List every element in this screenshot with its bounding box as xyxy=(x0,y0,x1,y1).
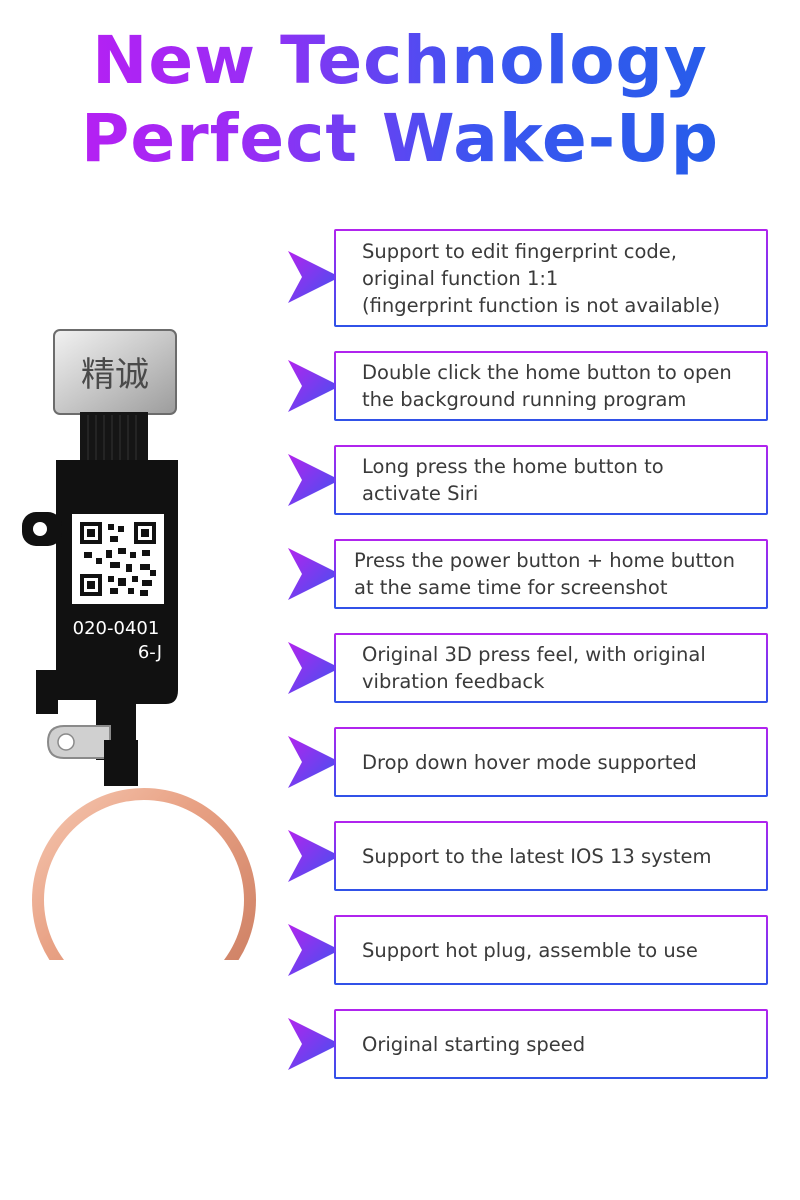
pointer-arrow-icon xyxy=(288,736,340,788)
feature-box: Original 3D press feel, with original vi… xyxy=(334,633,768,703)
feature-box: Press the power button + home button at … xyxy=(334,539,768,609)
feature-text: Original starting speed xyxy=(362,1032,586,1056)
feature-box: Original starting speed xyxy=(334,1009,768,1079)
feature-box: Support hot plug, assemble to use xyxy=(334,915,768,985)
pointer-arrow-icon xyxy=(288,924,340,976)
pointer-arrow-icon xyxy=(288,548,340,600)
pointer-arrow-icon xyxy=(288,830,340,882)
feature-text: Original 3D press feel, with original vi… xyxy=(362,643,706,693)
feature-item: Support hot plug, assemble to use xyxy=(288,915,768,985)
feature-item: Support to edit fingerprint code, origin… xyxy=(288,229,768,327)
feature-text: Drop down hover mode supported xyxy=(362,750,697,774)
feature-box: Long press the home button to activate S… xyxy=(334,445,768,515)
feature-item: Original 3D press feel, with original vi… xyxy=(288,633,768,703)
pointer-arrow-icon xyxy=(288,251,340,303)
flex-strip xyxy=(80,412,148,462)
feature-item: Press the power button + home button at … xyxy=(288,539,768,609)
headline-line-2: Perfect Wake-Up xyxy=(0,100,800,178)
feature-box: Double click the home button to open the… xyxy=(334,351,768,421)
feature-text: Press the power button + home button at … xyxy=(354,549,736,599)
part-number-label: 020-0401 xyxy=(73,618,160,639)
feature-text: Double click the home button to open the… xyxy=(362,361,732,411)
pointer-arrow-icon xyxy=(288,454,340,506)
feature-item: Drop down hover mode supported xyxy=(288,727,768,797)
pointer-arrow-icon xyxy=(288,642,340,694)
main-board xyxy=(56,460,178,760)
connector-tab-label: 精诚 xyxy=(81,355,149,395)
feature-item: Double click the home button to open the… xyxy=(288,351,768,421)
part-suffix-label: 6-J xyxy=(138,642,162,663)
feature-box: Drop down hover mode supported xyxy=(334,727,768,797)
feature-item: Original starting speed xyxy=(288,1009,768,1079)
feature-text: Support to edit fingerprint code, origin… xyxy=(362,239,721,317)
home-button-flex-cable-illustration: 精诚 020-0401 6-J xyxy=(22,329,256,960)
pointer-arrow-icon xyxy=(288,360,340,412)
feature-text: Support hot plug, assemble to use xyxy=(362,938,698,962)
feature-text: Long press the home button to activate S… xyxy=(362,455,664,505)
headline-line-1: New Technology xyxy=(0,22,800,100)
qr-code xyxy=(80,522,156,596)
feature-box: Support to edit fingerprint code, origin… xyxy=(334,229,768,327)
feature-text: Support to the latest IOS 13 system xyxy=(362,844,712,868)
feature-box: Support to the latest IOS 13 system xyxy=(334,821,768,891)
feature-item: Long press the home button to activate S… xyxy=(288,445,768,515)
feature-item: Support to the latest IOS 13 system xyxy=(288,821,768,891)
pointer-arrow-icon xyxy=(288,1018,340,1070)
